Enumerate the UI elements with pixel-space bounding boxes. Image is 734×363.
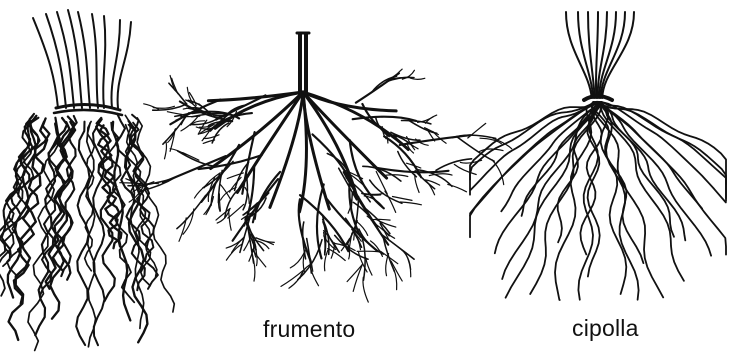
cipolla-root-illustration [470,12,726,300]
frumento-root [177,195,206,228]
stem-line [111,20,120,108]
frumento-root [204,201,212,214]
frumento-root [386,175,408,177]
crown-band [54,110,122,115]
frumento-root [410,78,425,79]
fibrous-root [93,124,105,345]
frumento-root [363,277,368,302]
frumento-root-illustration [120,33,512,302]
cipolla-root [601,102,627,294]
frumento-root [167,112,182,115]
frumento-caption: frumento [263,316,355,343]
frumento-root [199,125,214,128]
stem-line [103,16,105,108]
fibrous-root [87,123,96,347]
frumento-root [179,218,186,241]
frumento-root [217,210,229,224]
frumento-root [371,219,390,220]
left-root-illustration [0,10,174,351]
frumento-root [228,204,244,218]
frumento-root [362,193,384,194]
cipolla-root [602,102,726,201]
frumento-root [394,269,397,289]
stem-line [33,18,58,108]
frumento-root [253,172,280,222]
fibrous-root [61,116,76,276]
frumento-root [448,184,467,191]
frumento-root [381,251,398,264]
frumento-root [353,264,362,291]
frumento-root [229,211,232,230]
frumento-root [376,219,396,227]
cipolla-basal-plate [584,96,612,100]
frumento-root [366,257,372,275]
frumento-root [347,264,362,281]
frumento-root [252,255,255,281]
frumento-root [153,106,174,108]
cipolla-caption: cipolla [572,315,639,342]
frumento-root [425,115,436,123]
stem-line [92,14,98,108]
frumento-root [328,249,346,261]
frumento-root [425,128,439,135]
frumento-root [371,241,383,257]
frumento-root [385,191,396,212]
frumento-root [400,202,421,205]
frumento-root [165,141,167,159]
